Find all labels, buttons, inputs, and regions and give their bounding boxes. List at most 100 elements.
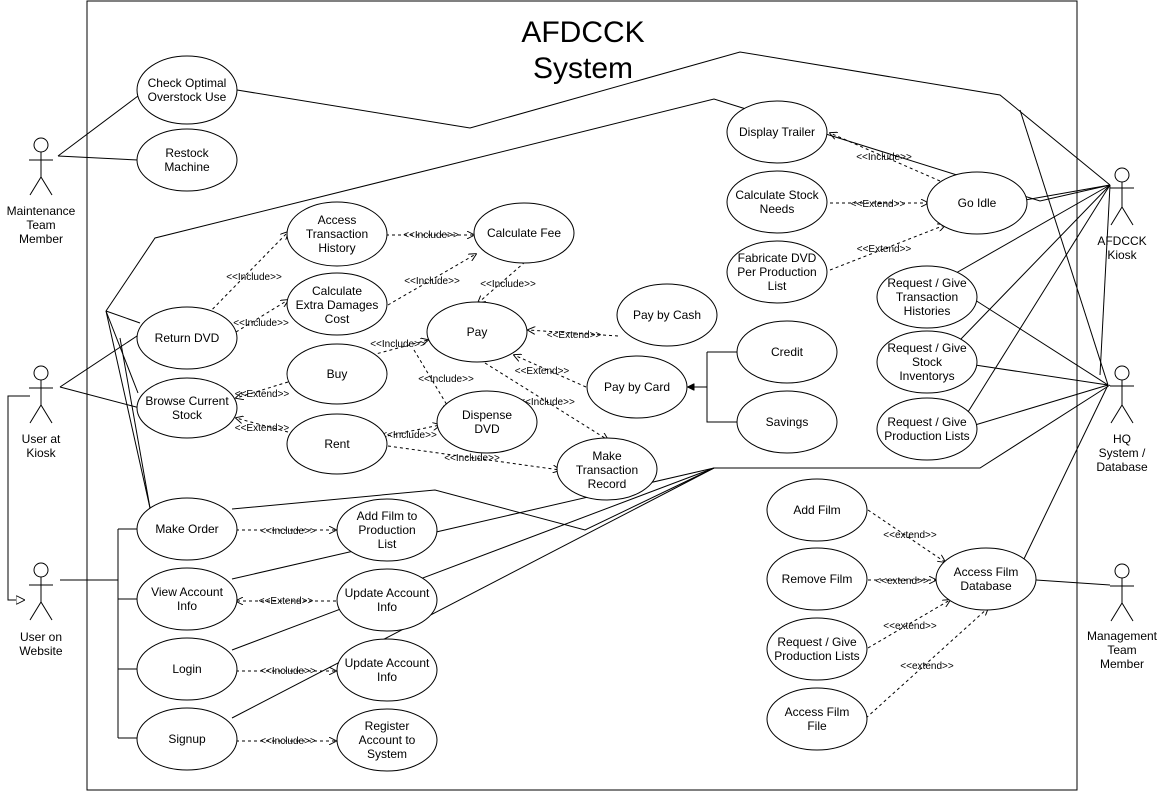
svg-text:Website: Website: [19, 644, 62, 658]
svg-text:Update Account: Update Account: [345, 656, 430, 670]
actor-user-kiosk[interactable]: User at Kiosk: [22, 365, 61, 460]
association-lines: [7, 51, 1111, 739]
svg-text:Restock: Restock: [165, 146, 209, 160]
relation-labels: <<Include>> <<Include>> <<Include>> <<In…: [226, 152, 954, 747]
use-case-view-account[interactable]: View Account Info: [136, 567, 238, 631]
rel-include: <<Include>>: [381, 430, 437, 441]
use-case-fabricate[interactable]: Fabricate DVD Per Production List: [726, 240, 828, 304]
use-case-pay-card[interactable]: Pay by Card: [586, 355, 688, 419]
actor-hq[interactable]: HQ System / Database: [1096, 365, 1148, 474]
svg-text:Calculate Stock: Calculate Stock: [735, 188, 819, 202]
use-case-register[interactable]: Register Account to System: [336, 708, 438, 772]
use-case-check-overstock[interactable]: Check Optimal Overstock Use: [136, 55, 238, 125]
actor-maintenance[interactable]: Maintenance Team Member: [7, 137, 76, 246]
svg-text:Add Film to: Add Film to: [357, 509, 418, 523]
use-case-make-record[interactable]: Make Transaction Record: [556, 437, 658, 501]
use-case-dispense[interactable]: Dispense DVD: [436, 390, 538, 454]
use-case-access-file[interactable]: Access Film File: [766, 687, 868, 751]
svg-text:Pay: Pay: [467, 325, 488, 339]
svg-text:User at: User at: [22, 432, 61, 446]
svg-text:Calculate Fee: Calculate Fee: [487, 226, 561, 240]
use-case-access-history[interactable]: Access Transaction History: [286, 201, 388, 267]
rel-extend: <<Extend>>: [547, 330, 602, 341]
stick-figure-icon: [29, 365, 53, 424]
use-case-update-account-2[interactable]: Update Account Info: [336, 638, 438, 702]
svg-text:Access Film: Access Film: [785, 705, 850, 719]
use-case-savings[interactable]: Savings: [736, 390, 838, 454]
rel-include: <<Include>>: [370, 339, 426, 350]
svg-text:Display Trailer: Display Trailer: [739, 125, 815, 139]
use-case-credit[interactable]: Credit: [736, 320, 838, 384]
svg-text:Maintenance: Maintenance: [7, 204, 76, 218]
svg-text:Info: Info: [377, 600, 397, 614]
svg-text:Transaction: Transaction: [896, 290, 958, 304]
use-case-rent[interactable]: Rent: [286, 413, 388, 475]
rel-extend: <<Extend>>: [515, 366, 570, 377]
rel-extend: <<extend>>: [875, 576, 929, 587]
svg-text:Calculate: Calculate: [312, 284, 362, 298]
use-case-req-prod-lists[interactable]: Request / Give Production Lists: [876, 397, 978, 461]
rel-include: <<Include>>: [404, 276, 460, 287]
use-case-login[interactable]: Login: [136, 637, 238, 701]
svg-text:Go Idle: Go Idle: [958, 196, 997, 210]
use-case-req-prod-lists-2[interactable]: Request / Give Production Lists: [766, 617, 868, 681]
svg-text:Access: Access: [318, 213, 357, 227]
svg-text:Production: Production: [358, 523, 415, 537]
use-case-calc-stock[interactable]: Calculate Stock Needs: [726, 170, 828, 234]
use-case-pay[interactable]: Pay: [426, 301, 528, 363]
rel-extend: <<Extend>>: [235, 389, 290, 400]
svg-text:Stock: Stock: [172, 408, 203, 422]
svg-text:Member: Member: [19, 232, 63, 246]
use-case-req-histories[interactable]: Request / Give Transaction Histories: [876, 265, 978, 329]
svg-text:Request / Give: Request / Give: [777, 635, 857, 649]
use-case-add-to-list[interactable]: Add Film to Production List: [336, 498, 438, 562]
rel-include: <<Include>>: [418, 374, 474, 385]
svg-text:Production Lists: Production Lists: [774, 649, 859, 663]
use-case-add-film[interactable]: Add Film: [766, 478, 868, 542]
svg-text:Team: Team: [1107, 643, 1136, 657]
use-case-calc-damages[interactable]: Calculate Extra Damages Cost: [286, 272, 388, 336]
system-title: AFDCCK: [521, 16, 644, 49]
svg-text:Browse Current: Browse Current: [145, 394, 229, 408]
rel-include: <<Include>>: [260, 526, 316, 537]
svg-text:Info: Info: [177, 599, 197, 613]
use-case-go-idle[interactable]: Go Idle: [926, 171, 1028, 235]
rel-include: <<Include>>: [233, 318, 289, 329]
rel-include: <<Include>>: [226, 272, 282, 283]
use-case-display-trailer[interactable]: Display Trailer: [726, 100, 828, 164]
stick-figure-icon: [1110, 167, 1134, 226]
actor-kiosk[interactable]: AFDCCK Kiosk: [1097, 167, 1147, 262]
use-cases: Check Optimal Overstock Use Restock Mach…: [136, 55, 1037, 772]
svg-text:Machine: Machine: [164, 160, 210, 174]
use-case-signup[interactable]: Signup: [136, 707, 238, 771]
stick-figure-icon: [1110, 365, 1134, 424]
use-case-make-order[interactable]: Make Order: [136, 497, 238, 561]
svg-text:Fabricate DVD: Fabricate DVD: [738, 251, 817, 265]
use-case-req-inventory[interactable]: Request / Give Stock Inventorys: [876, 330, 978, 394]
svg-text:Database: Database: [1096, 460, 1148, 474]
stick-figure-icon: [29, 562, 53, 621]
use-case-access-db[interactable]: Access Film Database: [935, 547, 1037, 611]
svg-text:List: List: [378, 537, 397, 551]
use-case-restock[interactable]: Restock Machine: [136, 128, 238, 192]
svg-text:Info: Info: [377, 670, 397, 684]
svg-text:Update Account: Update Account: [345, 586, 430, 600]
svg-text:View Account: View Account: [151, 585, 223, 599]
use-case-browse[interactable]: Browse Current Stock: [136, 377, 238, 439]
actor-management[interactable]: Management Team Member: [1087, 563, 1157, 671]
rel-extend: <<Extend>>: [259, 596, 314, 607]
svg-text:System: System: [367, 747, 407, 761]
use-case-return-dvd[interactable]: Return DVD: [136, 306, 238, 370]
rel-extend: <<Extend>>: [851, 199, 906, 210]
system-boundary: [86, 0, 1078, 791]
use-case-calc-fee[interactable]: Calculate Fee: [473, 202, 575, 264]
rel-extend: <<extend>>: [883, 530, 937, 541]
use-case-buy[interactable]: Buy: [286, 343, 388, 405]
use-case-update-account-1[interactable]: Update Account Info: [336, 568, 438, 632]
use-case-remove-film[interactable]: Remove Film: [766, 547, 868, 611]
actor-user-website[interactable]: User on Website: [19, 562, 63, 658]
svg-text:Signup: Signup: [168, 732, 206, 746]
use-case-pay-cash[interactable]: Pay by Cash: [616, 283, 718, 347]
svg-text:Kiosk: Kiosk: [1107, 248, 1137, 262]
svg-text:Access Film: Access Film: [954, 565, 1019, 579]
